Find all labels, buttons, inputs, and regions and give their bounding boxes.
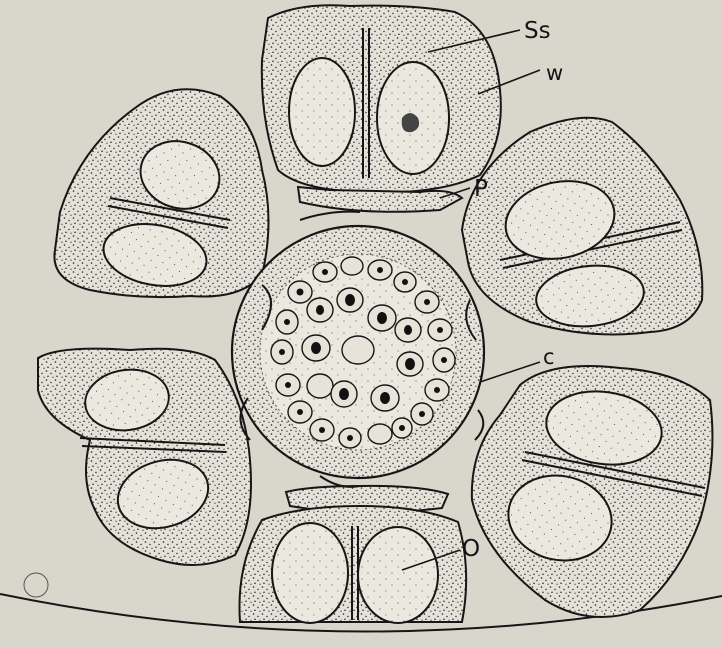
unit-bottom [239,486,466,623]
label-c: c [543,345,555,369]
label-ss: Ss [524,18,551,44]
central-column [232,226,484,478]
ovule-bottom-right [358,527,438,623]
ovule-top-left [289,58,355,166]
unit-lower-right [472,366,713,617]
unit-upper-right [462,118,702,335]
label-w: w [546,61,563,85]
ovule-bottom-left [272,523,348,623]
unit-lower-left [38,349,251,565]
label-o: O [462,536,480,562]
unit-top [262,5,501,212]
small-marker-circle [24,573,48,597]
unit-upper-left [54,89,268,297]
label-p: P [474,176,488,202]
